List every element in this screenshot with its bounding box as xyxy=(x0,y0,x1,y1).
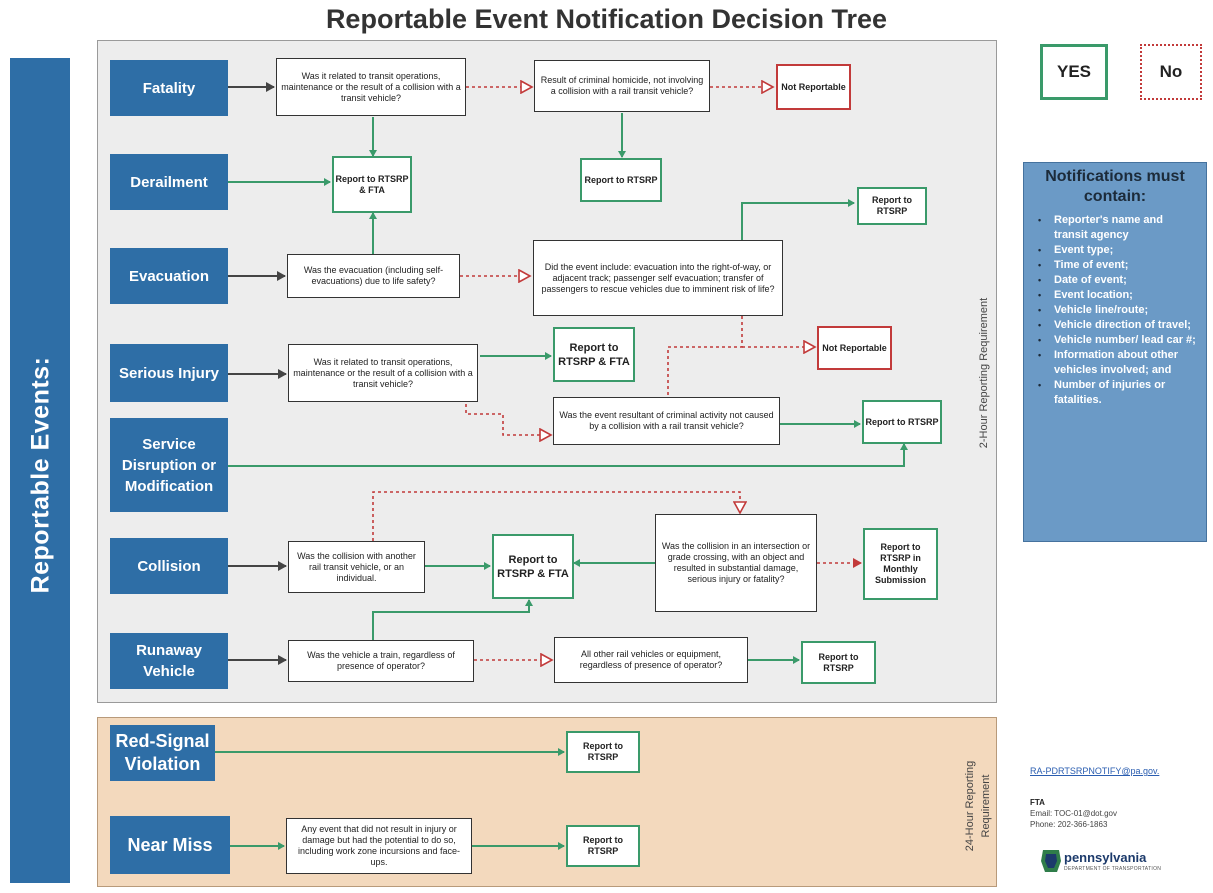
notify-email-link[interactable]: RA-PDRTSRPNOTIFY@pa.gov. xyxy=(1030,766,1160,776)
line-service-disruption xyxy=(228,443,908,467)
notification-item: Time of event; xyxy=(1038,258,1198,273)
notifications-list: Reporter's name and transit agency Event… xyxy=(1032,213,1198,408)
outcome-report-rtsrp-fta-3: Report to RTSRP & FTA xyxy=(492,534,574,599)
question-runaway-train: Was the vehicle a train, regardless of p… xyxy=(288,640,474,682)
question-injury-criminal: Was the event resultant of criminal acti… xyxy=(553,397,780,445)
event-runaway-vehicle: Runaway Vehicle xyxy=(110,633,228,689)
reportable-events-sidebar xyxy=(10,58,70,883)
question-evacuation-life-safety: Was the evacuation (including self-evacu… xyxy=(287,254,460,298)
question-fatality-related: Was it related to transit operations, ma… xyxy=(276,58,466,116)
notification-item: Reporter's name and transit agency xyxy=(1038,213,1198,243)
event-serious-injury: Serious Injury xyxy=(110,344,228,402)
line-evac-q2-yes xyxy=(741,199,855,240)
notification-item: Number of injuries or fatalities. xyxy=(1038,378,1198,408)
keystone-logo-icon xyxy=(1041,850,1061,872)
outcome-report-rtsrp-monthly: Report to RTSRP in Monthly Submission xyxy=(863,528,938,600)
fta-phone: Phone: 202-366-1863 xyxy=(1030,820,1108,829)
two-hour-requirement-label: 2-Hour Reporting Requirement xyxy=(978,297,990,449)
question-collision-with: Was the collision with another rail tran… xyxy=(288,541,425,593)
event-fatality: Fatality xyxy=(110,60,228,116)
question-fatality-homicide: Result of criminal homicide, not involvi… xyxy=(534,60,710,112)
event-service-disruption: Service Disruption or Modification xyxy=(110,418,228,512)
fta-contact: FTA Email: TOC-01@dot.gov Phone: 202-366… xyxy=(1030,797,1117,830)
line-collision-no xyxy=(372,491,740,541)
outcome-report-rtsrp-fta-2: Report to RTSRP & FTA xyxy=(553,327,635,382)
event-collision: Collision xyxy=(110,538,228,594)
notification-item: Event location; xyxy=(1038,288,1198,303)
outcome-report-rtsrp-2: Report to RTSRP xyxy=(857,187,927,225)
notification-item: Vehicle line/route; xyxy=(1038,303,1198,318)
notifications-box: Notifications must contain: Reporter's n… xyxy=(1023,162,1207,542)
event-evacuation: Evacuation xyxy=(110,248,228,304)
question-runaway-other: All other rail vehicles or equipment, re… xyxy=(554,637,748,683)
pennsylvania-logo-subtext: DEPARTMENT OF TRANSPORTATION xyxy=(1064,866,1162,872)
line-runaway-yes xyxy=(372,599,533,640)
notification-item: Information about other vehicles involve… xyxy=(1038,348,1198,378)
twentyfour-hour-requirement-label: 24-Hour Reporting Requirement xyxy=(964,760,992,852)
line-evac-q2-no xyxy=(667,316,743,395)
notifications-heading: Notifications must contain: xyxy=(1045,168,1185,205)
outcome-report-rtsrp-4: Report to RTSRP xyxy=(801,641,876,684)
fta-label: FTA xyxy=(1030,798,1045,807)
legend-yes: YES xyxy=(1040,44,1108,100)
question-collision-crossing: Was the collision in an intersection or … xyxy=(655,514,817,612)
outcome-report-rtsrp-6: Report to RTSRP xyxy=(566,825,640,867)
legend-no: No xyxy=(1140,44,1202,100)
event-red-signal: Red-Signal Violation xyxy=(110,725,215,781)
page-title: Reportable Event Notification Decision T… xyxy=(325,4,888,34)
outcome-report-rtsrp-5: Report to RTSRP xyxy=(566,731,640,773)
notification-item: Date of event; xyxy=(1038,273,1198,288)
outcome-report-rtsrp-fta-1: Report to RTSRP & FTA xyxy=(332,156,412,213)
question-injury-related: Was it related to transit operations, ma… xyxy=(288,344,478,402)
pennsylvania-logo-text: pennsylvania xyxy=(1064,850,1147,865)
question-near-miss: Any event that did not result in injury … xyxy=(286,818,472,874)
outcome-not-reportable-2: Not Reportable xyxy=(817,326,892,370)
notification-item: Vehicle number/ lead car #; xyxy=(1038,333,1198,348)
fta-email: Email: TOC-01@dot.gov xyxy=(1030,809,1117,818)
line-injury-no xyxy=(465,392,551,435)
outcome-not-reportable-1: Not Reportable xyxy=(776,64,851,110)
event-near-miss: Near Miss xyxy=(110,816,230,874)
event-derailment: Derailment xyxy=(110,154,228,210)
notification-item: Vehicle direction of travel; xyxy=(1038,318,1198,333)
question-evacuation-type: Did the event include: evacuation into t… xyxy=(533,240,783,316)
outcome-report-rtsrp-3: Report to RTSRP xyxy=(862,400,942,444)
outcome-report-rtsrp-1: Report to RTSRP xyxy=(580,158,662,202)
twentyfour-hour-panel xyxy=(97,717,997,887)
notification-item: Event type; xyxy=(1038,243,1198,258)
